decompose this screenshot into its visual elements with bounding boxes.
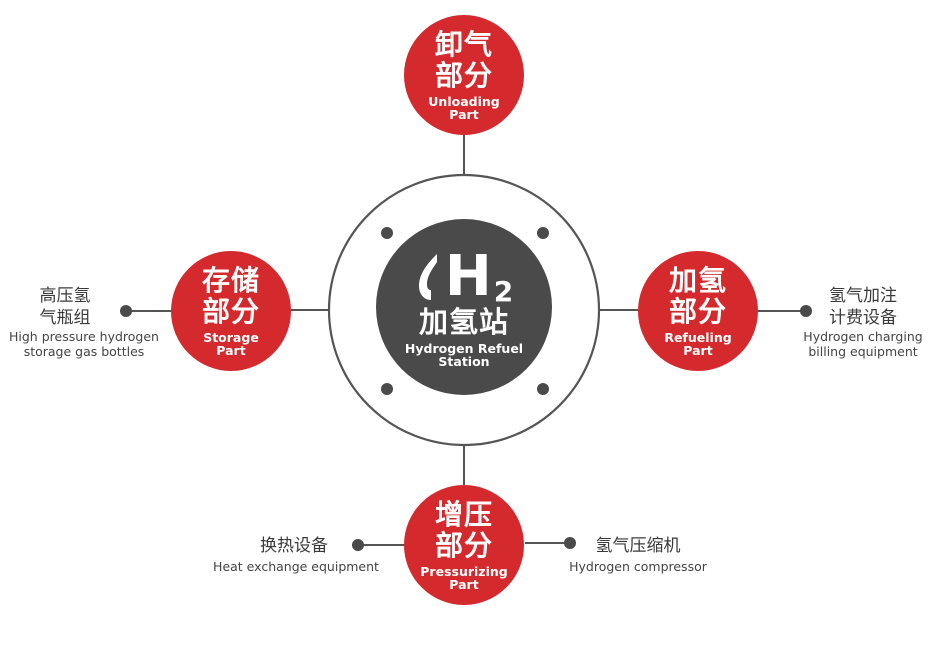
node-storage-en: Storage Part: [203, 331, 259, 357]
node-pressurizing-en-line1: Pressurizing: [420, 564, 508, 579]
node-pressurizing-en-line2: Part: [449, 577, 479, 592]
label-refueling-item-en-line1: Hydrogen charging: [803, 329, 923, 344]
node-unloading-en-line2: Part: [449, 107, 479, 122]
connector-dot-compressor: [564, 537, 576, 549]
node-storage-cn-line1: 存储: [201, 264, 260, 297]
node-unloading-en: Unloading Part: [428, 95, 499, 121]
node-refueling-cn-line2: 部分: [668, 295, 727, 328]
hydrogen-drop-icon: [418, 254, 437, 300]
h2-logo-letter: H: [444, 244, 492, 309]
label-heat-exchange-cn: 换热设备: [260, 536, 328, 556]
label-refueling-item-cn-line2: 计费设备: [829, 308, 897, 328]
station-title: 加氢站: [418, 305, 509, 339]
node-storage-cn-line2: 部分: [201, 295, 260, 328]
connector-dot-heat-exchange: [352, 539, 364, 551]
connector-dot-storage-item: [120, 305, 132, 317]
label-storage-item-en-line2: storage gas bottles: [23, 344, 145, 359]
label-storage-item: 高压氢 气瓶组 High pressure hydrogen storage g…: [2, 285, 166, 359]
ring-dot-bottom-left: [381, 383, 393, 395]
node-unloading-cn-line2: 部分: [434, 59, 493, 92]
h2-logo-subscript: 2: [493, 275, 514, 308]
node-refueling-cn-line1: 加氢: [668, 264, 727, 297]
ring-dot-bottom-right: [537, 383, 549, 395]
node-unloading-en-line1: Unloading: [428, 94, 500, 109]
node-refueling-part: 加氢 部分 Refueling Part: [638, 251, 758, 371]
h2-logo-icon: H 2: [415, 244, 514, 309]
label-heat-exchange-en: Heat exchange equipment: [213, 559, 379, 574]
node-unloading-part: 卸气 部分 Unloading Part: [404, 15, 524, 135]
node-storage-en-line2: Part: [216, 343, 246, 358]
label-compressor-en: Hydrogen compressor: [569, 559, 707, 574]
label-storage-item-cn-line1: 高压氢: [39, 286, 91, 306]
connector-dot-refueling-item: [800, 305, 812, 317]
label-compressor: 氢气压缩机 Hydrogen compressor: [558, 535, 718, 574]
station-subtitle-line2: Station: [438, 354, 490, 369]
node-unloading-cn-line1: 卸气: [434, 28, 493, 61]
label-compressor-cn: 氢气压缩机: [595, 536, 681, 556]
node-pressurizing-en: Pressurizing Part: [420, 565, 507, 591]
node-refueling-en: Refueling Part: [664, 331, 731, 357]
node-pressurizing-part: 增压 部分 Pressurizing Part: [404, 485, 524, 605]
label-storage-item-en-line1: High pressure hydrogen: [9, 329, 159, 344]
node-pressurizing-cn-line2: 部分: [434, 529, 493, 562]
station-subtitle: Hydrogen Refuel Station: [405, 342, 523, 368]
node-refueling-en-line1: Refueling: [664, 330, 732, 345]
ring-dot-top-right: [537, 227, 549, 239]
hydrogen-refuel-station-hub: H 2 加氢站 Hydrogen Refuel Station: [376, 219, 552, 395]
node-refueling-en-line2: Part: [683, 343, 713, 358]
label-refueling-item-en-line2: billing equipment: [808, 344, 918, 359]
label-storage-item-cn-line2: 气瓶组: [39, 308, 91, 328]
label-refueling-item-cn-line1: 氢气加注: [829, 286, 897, 306]
ring-dot-top-left: [381, 227, 393, 239]
node-storage-en-line1: Storage: [203, 330, 259, 345]
station-subtitle-line1: Hydrogen Refuel: [404, 341, 524, 356]
label-heat-exchange: 换热设备 Heat exchange equipment: [196, 535, 396, 574]
node-pressurizing-cn-line1: 增压: [434, 498, 493, 531]
label-refueling-item: 氢气加注 计费设备 Hydrogen charging billing equi…: [800, 285, 926, 359]
node-storage-part: 存储 部分 Storage Part: [171, 251, 291, 371]
